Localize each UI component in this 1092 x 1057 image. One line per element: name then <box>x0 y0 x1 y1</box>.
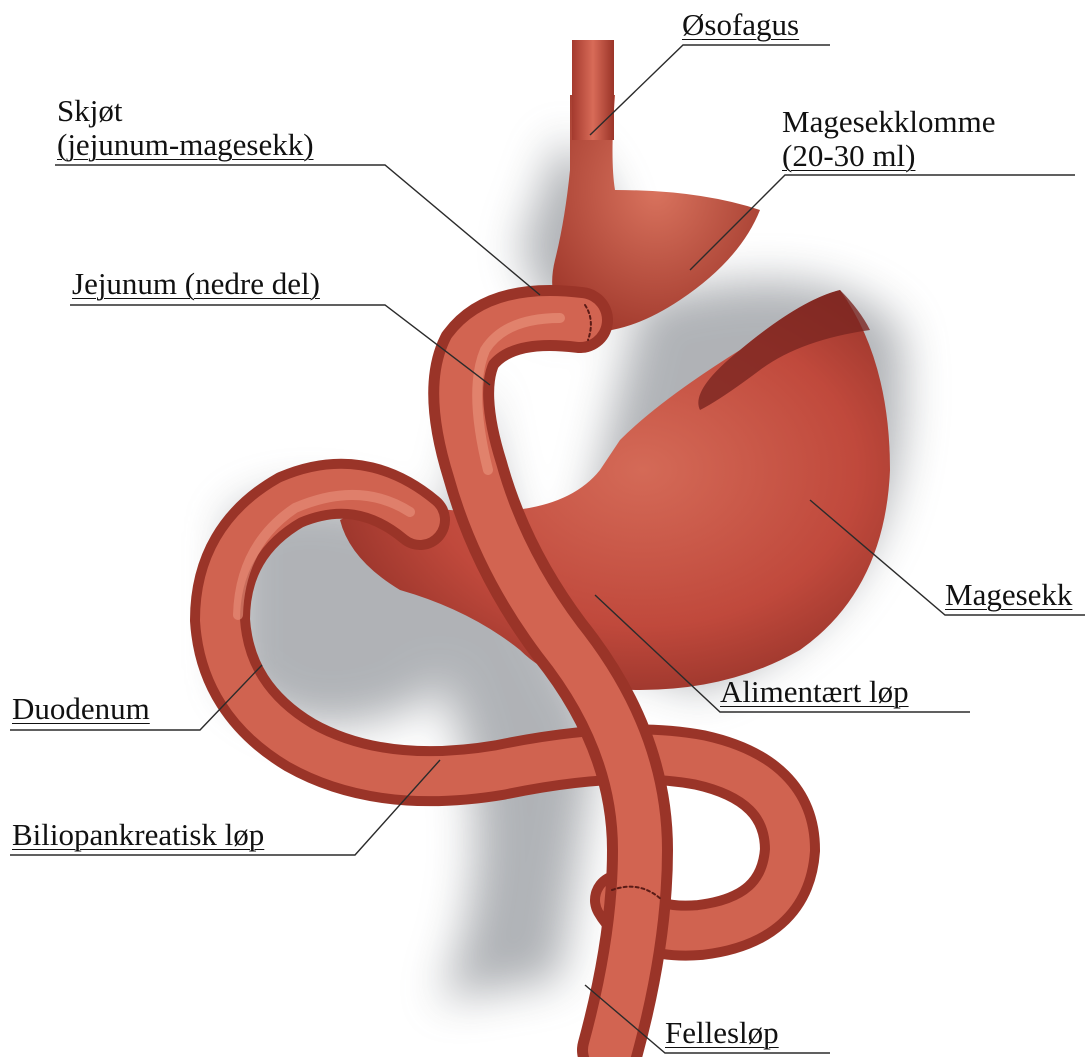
label-jejunum: Jejunum (nedre del) <box>72 267 320 301</box>
label-fellesløp: Fellesløp <box>665 1016 779 1050</box>
label-magesekklomme: Magesekklomme (20-30 ml) <box>782 105 996 173</box>
label-alimentaert: Alimentært løp <box>720 675 909 709</box>
label-magesekklomme-line1: Magesekklomme <box>782 105 996 139</box>
label-magesekk: Magesekk <box>945 578 1072 612</box>
label-skjot-line2: (jejunum-magesekk) <box>57 128 314 162</box>
label-biliopankreatisk: Biliopankreatisk løp <box>12 818 264 852</box>
label-skjot-line1: Skjøt <box>57 94 314 128</box>
label-skjot: Skjøt (jejunum-magesekk) <box>57 94 314 162</box>
label-magesekklomme-line2: (20-30 ml) <box>782 139 996 173</box>
label-osofagus: Øsofagus <box>682 8 799 42</box>
label-duodenum: Duodenum <box>12 692 150 726</box>
